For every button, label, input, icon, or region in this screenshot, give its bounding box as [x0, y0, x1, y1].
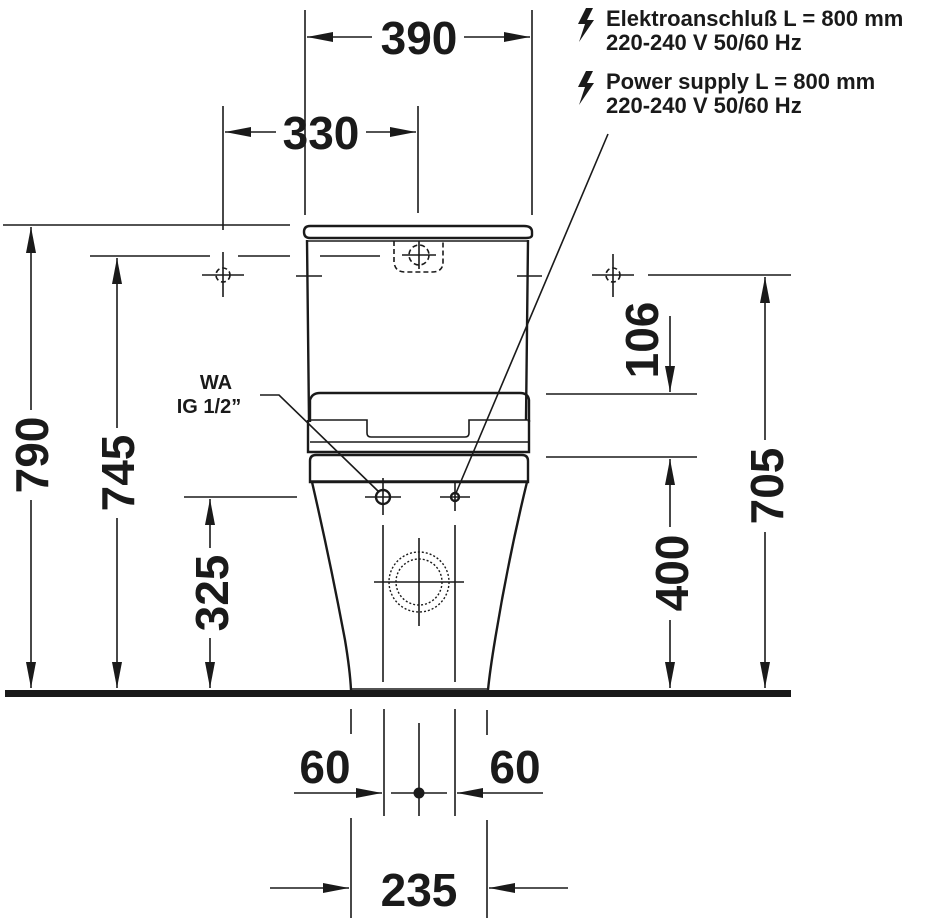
dim-60-right-label: 60 [489, 741, 540, 793]
dimension-745: 745 [90, 255, 290, 688]
dim-400-label: 400 [646, 535, 698, 612]
lightning-bolt-icon [578, 71, 594, 105]
svg-text:IG 1/2”: IG 1/2” [177, 396, 241, 418]
toilet-outline [296, 224, 542, 691]
svg-text:220-240 V 50/60 Hz: 220-240 V 50/60 Hz [606, 93, 802, 118]
lightning-bolt-icon [578, 8, 594, 42]
dim-390-label: 390 [381, 12, 458, 64]
dim-330-label: 330 [283, 107, 360, 159]
dimension-400: 400 [546, 456, 698, 688]
dimension-390: 390 [304, 10, 533, 215]
floor-line [5, 690, 791, 697]
dim-235-label: 235 [381, 864, 458, 916]
dimension-705: 705 [648, 274, 793, 688]
dimension-235: 235 [270, 818, 568, 918]
svg-text:Power supply L = 800 mm: Power supply L = 800 mm [606, 69, 875, 94]
svg-text:Elektroanschluß L = 800 mm: Elektroanschluß L = 800 mm [606, 6, 903, 31]
dimension-60-pair: 60 [294, 709, 543, 816]
mounting-point-left [202, 252, 244, 297]
dim-60-left-label: 60 [299, 741, 350, 793]
water-inlet-label: WA IG 1/2” [177, 372, 380, 493]
mounting-point-right [592, 254, 634, 297]
electrical-note-en: Power supply L = 800 mm 220-240 V 50/60 … [578, 69, 875, 118]
dimension-790: 790 [3, 224, 290, 688]
dim-325-label: 325 [186, 555, 238, 632]
dim-790-label: 790 [6, 417, 58, 494]
dim-106-label: 106 [616, 302, 668, 379]
svg-text:WA: WA [200, 372, 232, 394]
svg-text:220-240 V 50/60 Hz: 220-240 V 50/60 Hz [606, 30, 802, 55]
dimension-106: 106 [546, 302, 697, 395]
dimension-330: 330 [222, 106, 419, 230]
electrical-note-de: Elektroanschluß L = 800 mm 220-240 V 50/… [578, 6, 903, 55]
dimension-325: 325 [184, 496, 297, 688]
dim-705-label: 705 [741, 448, 793, 525]
dim-745-label: 745 [92, 435, 144, 512]
power-leader-line [455, 133, 609, 494]
